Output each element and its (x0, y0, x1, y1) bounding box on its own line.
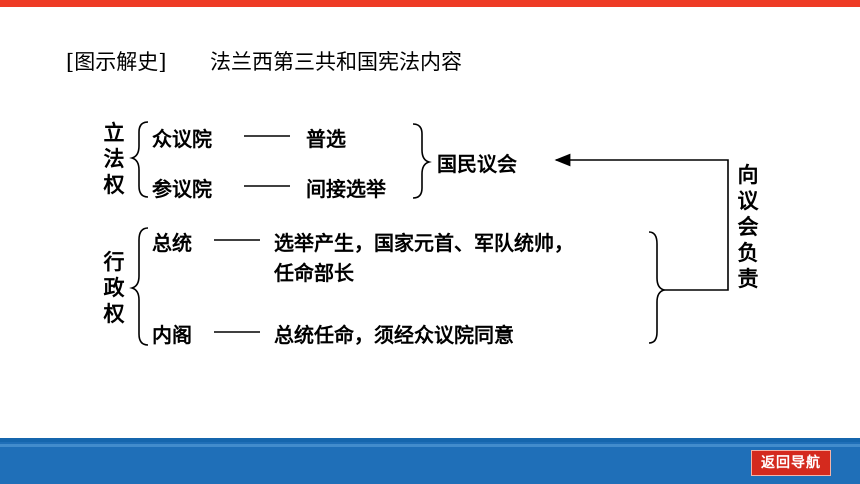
president-name: 总统 (152, 231, 192, 255)
lower-house-name: 众议院 (152, 127, 212, 151)
responsibility-connector (554, 153, 729, 291)
legislative-right-brace (412, 123, 432, 199)
section-label: [图示解史] (66, 50, 167, 74)
executive-left-brace (129, 227, 149, 346)
cabinet-desc: 总统任命，须经众议院同意 (274, 323, 514, 347)
top-accent-bar (0, 0, 860, 7)
bottom-bar-highlight (0, 444, 860, 447)
upper-house-name: 参议院 (152, 177, 212, 201)
executive-label: 行政权 (103, 250, 125, 326)
cabinet-name: 内阁 (152, 323, 192, 347)
back-to-nav-button[interactable]: 返回导航 (751, 450, 831, 476)
legislative-label: 立法权 (103, 121, 125, 197)
lower-house-method: 普选 (306, 127, 346, 151)
president-desc-line1: 选举产生，国家元首、军队统帅， (274, 231, 574, 255)
bottom-bar (0, 438, 860, 484)
bottom-bar-stripe (0, 438, 860, 442)
executive-right-brace (648, 231, 667, 344)
legislative-left-brace (129, 121, 149, 198)
page-title: 法兰西第三共和国宪法内容 (210, 50, 462, 74)
national-assembly: 国民议会 (437, 152, 517, 176)
responsibility-label: 向议会负责 (737, 163, 759, 291)
president-desc-line2: 任命部长 (274, 261, 354, 285)
upper-house-method: 间接选举 (306, 177, 386, 201)
